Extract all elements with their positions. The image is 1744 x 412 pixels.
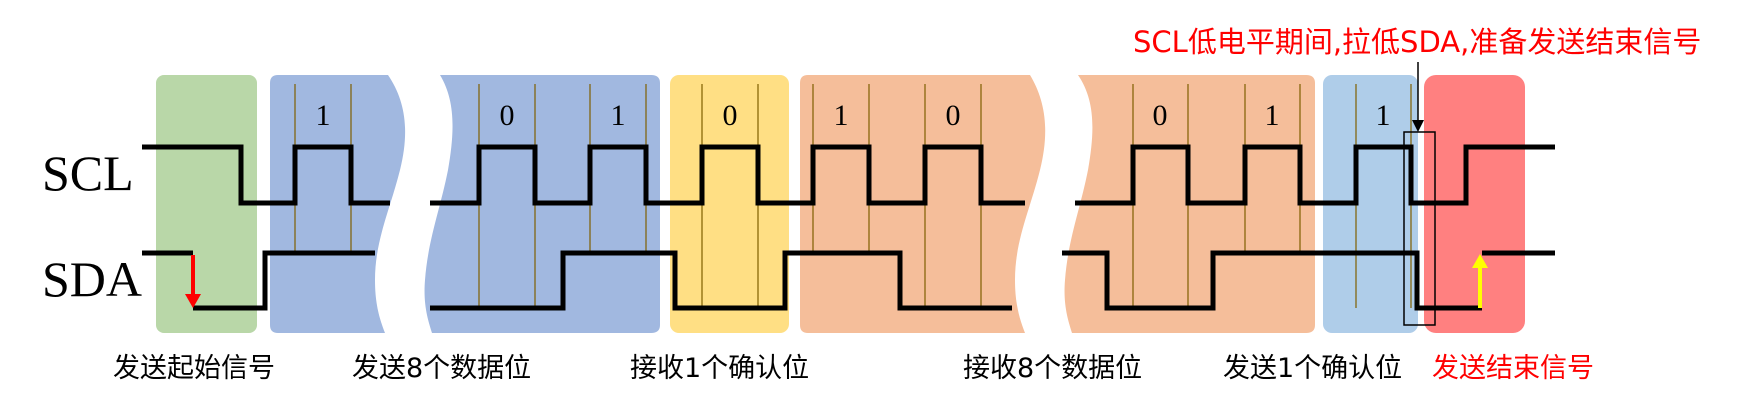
caption-stop: 发送结束信号 [1432,353,1594,384]
bit-label: 1 [316,99,331,132]
phase-send-ack-box [1323,75,1418,333]
caption-recv-data: 接收8个数据位 [963,353,1142,384]
bit-label: 0 [500,99,515,132]
start-condition-arrow-icon [185,255,201,308]
bit-label: 0 [1153,99,1168,132]
sda-label: SDA [42,251,142,307]
annotation-pointer-arrow-icon [1412,62,1424,132]
annotation-text: SCL低电平期间,拉低SDA,准备发送结束信号 [1133,25,1701,59]
caption-recv-ack: 接收1个确认位 [630,353,809,384]
phase-recv-ack-box [670,75,789,333]
bit-label: 1 [1265,99,1280,132]
caption-start: 发送起始信号 [113,353,275,384]
bit-label: 1 [1376,99,1391,132]
sda-pull-low-highlight [1403,131,1436,326]
phase-stop-box [1424,75,1525,333]
bit-label: 1 [834,99,849,132]
phase-captions: 发送起始信号 发送8个数据位 接收1个确认位 接收8个数据位 发送1个确认位 发… [113,353,1594,384]
phase-start-box [156,75,257,333]
stop-condition-arrow-icon [1472,254,1488,308]
caption-send-ack: 发送1个确认位 [1223,353,1402,384]
caption-send-data: 发送8个数据位 [352,353,531,384]
bit-label: 1 [611,99,626,132]
scl-waveform [142,144,1555,206]
bit-label: 0 [723,99,738,132]
bit-label: 0 [946,99,961,132]
scl-label: SCL [42,145,134,201]
phase-send-data-box-a [270,75,406,333]
bit-labels: 1 0 1 0 1 0 0 1 1 [316,99,1391,132]
sda-waveform [142,250,1555,311]
